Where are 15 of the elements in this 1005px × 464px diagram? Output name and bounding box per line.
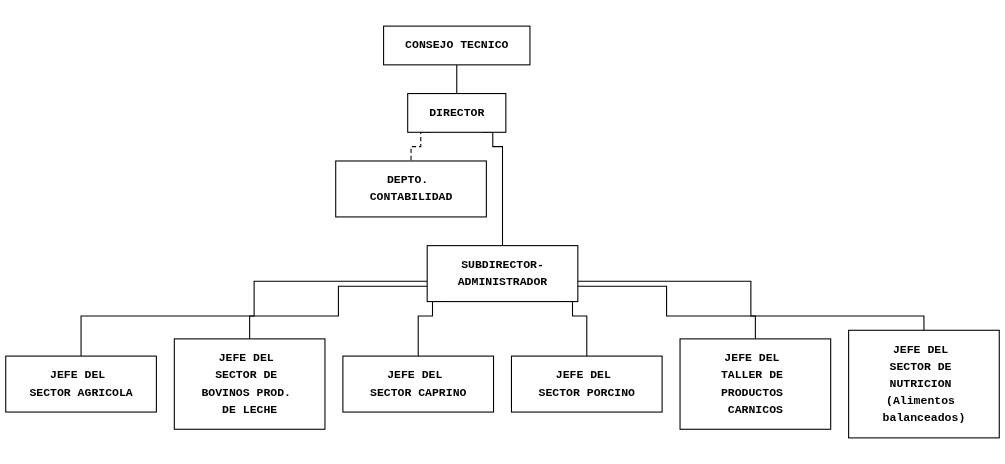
node-box: DEPTO. CONTABILIDAD	[335, 160, 487, 218]
node-box: JEFE DEL SECTOR PORCINO	[510, 355, 663, 413]
node-box: JEFE DEL SECTOR DE BOVINOS PROD. DE LECHE	[173, 338, 326, 430]
node-box: SUBDIRECTOR-ADMINISTRADOR	[426, 245, 579, 303]
connector	[456, 64, 458, 95]
node-box: JEFE DEL SECTOR CAPRINO	[342, 355, 495, 413]
connector	[577, 285, 756, 340]
node-box: JEFE DEL SECTOR DE NUTRICION (Alimentos balanceados)	[848, 329, 1000, 439]
node-box: CONSEJO TECNICO	[383, 25, 531, 66]
node-box: JEFE DEL TALLER DE PRODUCTOS CARNICOS	[679, 338, 832, 430]
node-box: DIRECTOR	[407, 93, 507, 133]
node-box: JEFE DEL SECTOR AGRICOLA	[5, 355, 157, 413]
connector	[577, 280, 925, 331]
connector	[249, 285, 428, 340]
connector	[80, 280, 428, 357]
